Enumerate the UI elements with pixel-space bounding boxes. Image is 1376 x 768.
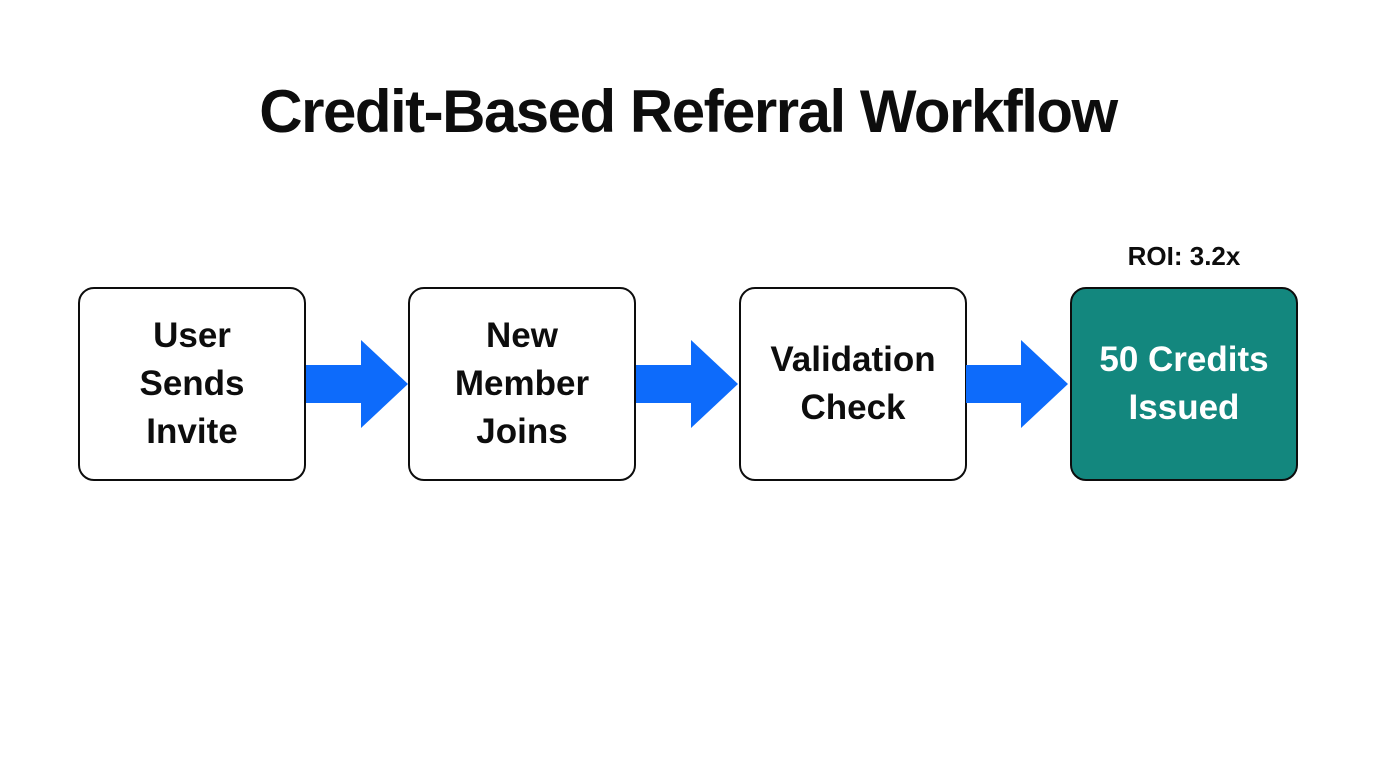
step-label-line: Issued	[1128, 388, 1240, 427]
arrow-shape	[636, 340, 738, 428]
roi-annotation: ROI: 3.2x	[1127, 241, 1241, 271]
arrow-shape	[306, 340, 408, 428]
step-label-line: Validation	[770, 340, 936, 379]
step-label-line: Sends	[139, 364, 245, 403]
page-title: Credit-Based Referral Workflow	[259, 78, 1118, 145]
step-label-line: Check	[800, 388, 906, 427]
step-label-line: Invite	[146, 412, 238, 451]
flow-step-credits-issued: 50 Credits Issued	[1070, 287, 1298, 481]
step-label-line: Joins	[476, 412, 568, 451]
arrow-shape	[966, 340, 1068, 428]
flow-arrow-right-icon	[636, 340, 738, 428]
step-label-line: Member	[454, 364, 590, 403]
step-label-line: 50 Credits	[1099, 340, 1269, 379]
step-label-line: User	[153, 316, 231, 355]
flow-arrow-right-icon	[306, 340, 408, 428]
step-label-line: New	[486, 316, 558, 355]
flow-step-new-member-joins: New Member Joins	[408, 287, 636, 481]
flow-arrow-right-icon	[966, 340, 1068, 428]
flow-step-validation-check: Validation Check	[739, 287, 967, 481]
flow-step-user-sends-invite: User Sends Invite	[78, 287, 306, 481]
